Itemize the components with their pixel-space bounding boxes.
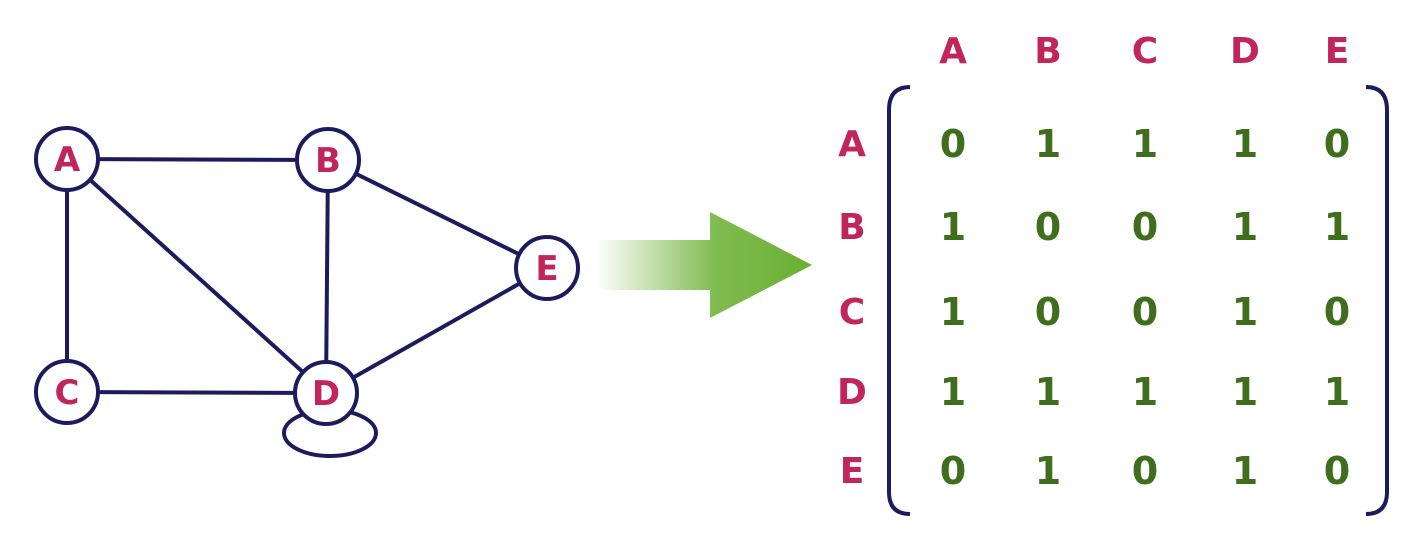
matrix-row-header-b: B	[838, 207, 865, 248]
edge-c-d	[66, 390, 327, 395]
matrix-cell: 1	[1132, 122, 1158, 166]
matrix-col-header-d: D	[1230, 31, 1260, 72]
graph-edges	[65, 157, 548, 458]
matrix-right-bracket	[1365, 85, 1389, 516]
matrix-cells: 0 1 1 1 0 1 0 0 1 1 1 0 0 1 0 1 1 1 1 1 0 1 0 1 0	[940, 122, 1350, 493]
matrix-cell: 1	[1232, 205, 1258, 249]
matrix-cell: 1	[1232, 370, 1258, 414]
node-circle	[34, 359, 100, 425]
matrix-cell: 0	[1324, 122, 1350, 166]
matrix-cell: 1	[1324, 370, 1350, 414]
node-a: A	[34, 126, 100, 192]
node-e: E	[514, 235, 580, 301]
matrix-cell: 1	[940, 205, 966, 249]
matrix-cell: 1	[1324, 205, 1350, 249]
node-label: D	[312, 374, 340, 414]
matrix-cell: 1	[1035, 449, 1061, 493]
matrix-cell: 0	[1132, 449, 1158, 493]
matrix-cell: 0	[1035, 205, 1061, 249]
matrix-row-header-d: D	[837, 372, 867, 413]
matrix-cell: 1	[1035, 370, 1061, 414]
edge-b-d	[324, 159, 330, 394]
matrix-row-header-e: E	[840, 451, 865, 492]
matrix-cell: 1	[1232, 449, 1258, 493]
matrix-row-header-a: A	[838, 124, 866, 165]
node-c: C	[34, 359, 100, 425]
node-label: C	[55, 373, 80, 413]
edge-b-e	[327, 158, 548, 270]
node-circle	[295, 127, 361, 193]
matrix-cell: 0	[1132, 290, 1158, 334]
matrix-column-headers: A B C D E	[939, 31, 1349, 72]
matrix-cell: 0	[1324, 290, 1350, 334]
matrix-cell: 0	[1324, 449, 1350, 493]
matrix-row-header-c: C	[839, 292, 865, 333]
node-label: E	[535, 249, 558, 289]
matrix-cell: 1	[1132, 370, 1158, 414]
matrix-col-header-c: C	[1132, 31, 1158, 72]
matrix-cell: 1	[1232, 290, 1258, 334]
matrix-cell: 1	[940, 370, 966, 414]
edge-a-d	[65, 157, 328, 395]
node-circle	[514, 235, 580, 301]
matrix-col-header-e: E	[1325, 31, 1350, 72]
node-circle	[293, 360, 359, 426]
matrix-cell: 1	[1232, 122, 1258, 166]
node-b: B	[295, 127, 361, 193]
matrix-cell: 0	[940, 449, 966, 493]
node-d: D	[293, 360, 359, 426]
node-circle	[34, 126, 100, 192]
matrix-cell: 0	[1035, 290, 1061, 334]
graph-nodes: A B C D E	[34, 126, 580, 426]
matrix-col-header-a: A	[939, 31, 967, 72]
node-label: B	[315, 141, 341, 181]
matrix-cell: 0	[1132, 205, 1158, 249]
node-label: A	[54, 140, 81, 180]
matrix-cell: 0	[940, 122, 966, 166]
transform-arrow	[596, 212, 812, 318]
edge-d-e	[325, 266, 548, 395]
matrix-col-header-b: B	[1034, 31, 1061, 72]
edge-a-b	[66, 157, 329, 162]
matrix-row-headers: A B CDE	[837, 124, 867, 492]
matrix-left-bracket	[887, 85, 911, 516]
graph: A B C D E	[34, 126, 580, 458]
matrix-cell: 1	[940, 290, 966, 334]
matrix-cell: 1	[1035, 122, 1061, 166]
